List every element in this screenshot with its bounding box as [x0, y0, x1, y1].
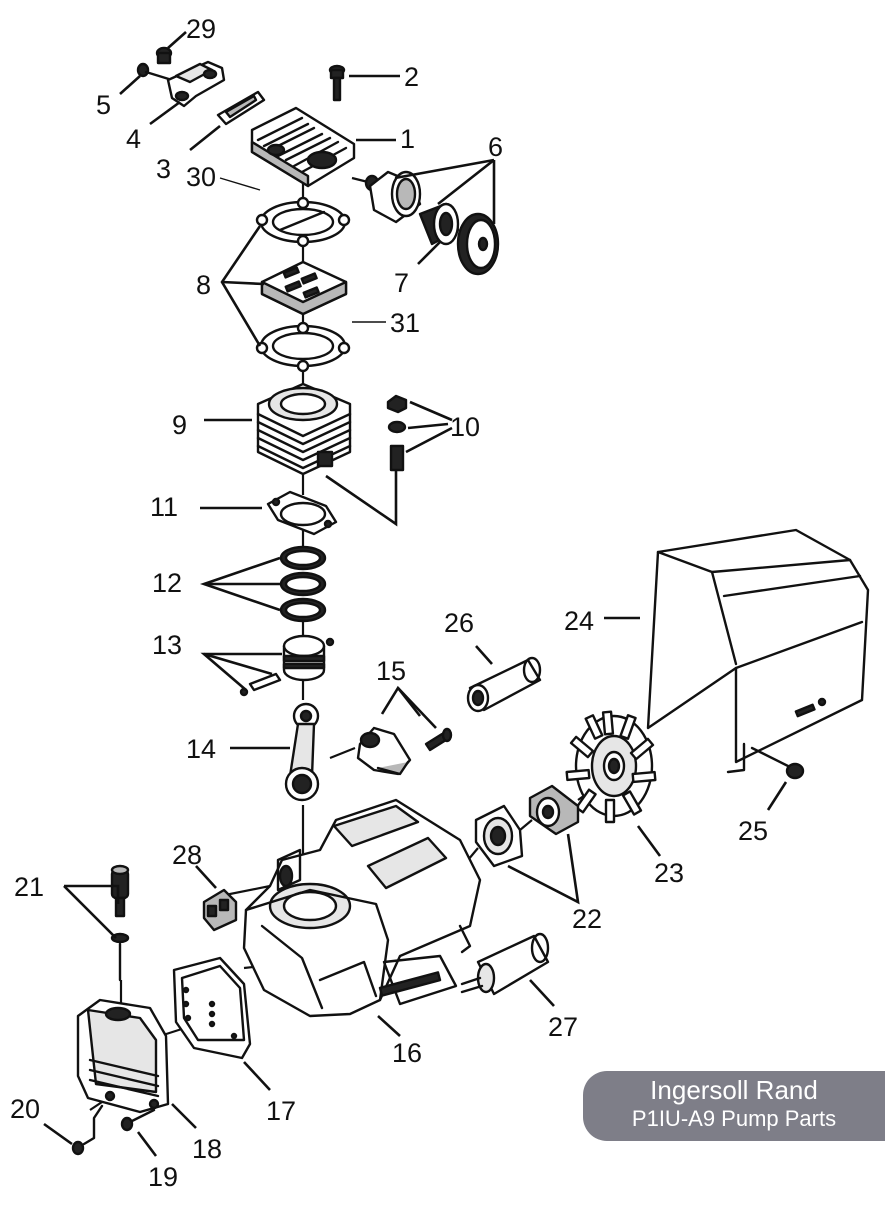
callout-12: 12	[152, 568, 182, 598]
callout-25: 25	[738, 816, 768, 846]
callout-15: 15	[376, 656, 406, 686]
part-24-belt-guard	[646, 528, 870, 774]
leader-lines	[43, 31, 788, 1157]
callout-5: 5	[96, 90, 111, 120]
callout-29: 29	[186, 14, 216, 44]
part-28-switch	[202, 888, 238, 932]
part-16-motor-crankcase	[242, 798, 482, 1018]
part-19-bolt	[120, 1108, 156, 1132]
callout-20: 20	[10, 1094, 40, 1124]
part-10-stud	[389, 444, 405, 472]
part-22-bearing-block	[528, 784, 580, 836]
callout-1: 1	[400, 124, 415, 154]
part-31-valve-plate	[260, 260, 348, 316]
part-2-bolt	[328, 64, 346, 102]
part-6-filter-cap	[456, 212, 500, 276]
callout-30: 30	[186, 162, 216, 192]
part-17-cover-gasket	[172, 956, 252, 1060]
title-badge: Ingersoll Rand P1IU-A9 Pump Parts	[583, 1071, 885, 1141]
callout-13: 13	[152, 630, 182, 660]
part-15-bolt	[424, 727, 453, 752]
part-3-gasket	[216, 90, 266, 126]
callout-23: 23	[654, 858, 684, 888]
callout-27: 27	[548, 1012, 578, 1042]
callout-labels: 29 2 1 6 5 4 3 30 7 8 31 9 10 11 12 26 2…	[10, 14, 768, 1192]
part-1-cylinder-head	[250, 106, 356, 188]
part-21-breather	[110, 864, 130, 982]
callout-24: 24	[564, 606, 594, 636]
badge-brand: Ingersoll Rand	[650, 1075, 818, 1105]
part-12-ring-2	[279, 571, 327, 597]
badge-model: P1IU-A9 Pump Parts	[631, 1106, 837, 1131]
part-12-ring-3	[279, 597, 327, 623]
callout-2: 2	[404, 62, 419, 92]
callout-11: 11	[150, 492, 178, 522]
part-29-screw	[155, 46, 173, 65]
part-8-gasket-bottom	[255, 321, 351, 373]
callout-18: 18	[192, 1134, 222, 1164]
callout-26: 26	[444, 608, 474, 638]
callout-28: 28	[172, 840, 202, 870]
part-7-filter-element	[418, 202, 460, 246]
part-10-nut	[386, 394, 408, 414]
part-9-cylinder	[256, 382, 352, 476]
part-14-connecting-rod	[284, 702, 320, 802]
part-11-base-gasket	[266, 490, 338, 536]
callout-14: 14	[186, 734, 216, 764]
callout-16: 16	[392, 1038, 422, 1068]
part-10-washer	[387, 420, 407, 434]
part-8-gasket-top	[255, 196, 351, 248]
callout-21: 21	[14, 872, 44, 902]
callout-6: 6	[488, 132, 503, 162]
callout-3: 3	[156, 154, 171, 184]
callout-17: 17	[266, 1096, 296, 1126]
callout-7: 7	[394, 268, 409, 298]
part-4-bracket	[166, 60, 226, 108]
part-6-filter-housing	[364, 170, 422, 224]
part-27-capacitor	[460, 932, 550, 996]
part-22-bearing-plate	[474, 804, 524, 868]
part-5-screw	[136, 62, 174, 82]
part-26-bushing	[466, 656, 542, 713]
part-20-drain-plug	[71, 1104, 104, 1156]
part-25-screw	[750, 746, 805, 780]
callout-4: 4	[126, 124, 141, 154]
part-18-end-cover	[76, 998, 170, 1114]
part-13-piston	[282, 634, 326, 682]
callout-22: 22	[572, 904, 602, 934]
callout-9: 9	[172, 410, 187, 440]
part-15-counterweight	[356, 726, 412, 776]
part-12-ring-1	[279, 545, 327, 571]
part-23-fan	[565, 710, 657, 824]
callout-8: 8	[196, 270, 211, 300]
callout-10: 10	[450, 412, 480, 442]
callout-31: 31	[390, 308, 420, 338]
callout-19: 19	[148, 1162, 178, 1192]
